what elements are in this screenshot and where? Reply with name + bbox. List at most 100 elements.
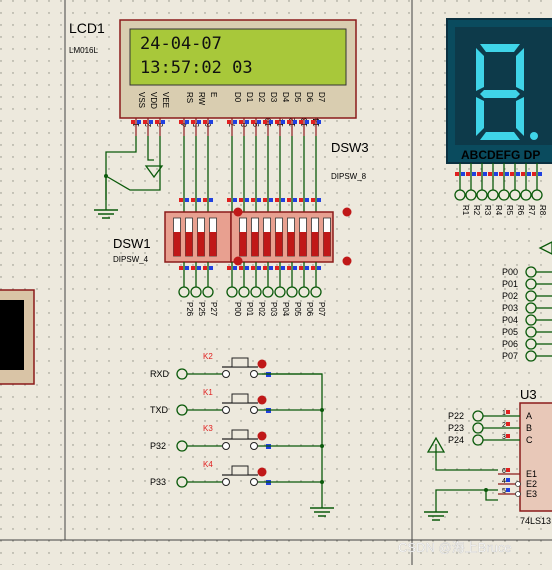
dip-switch-lever[interactable]	[287, 232, 295, 256]
lcd-screen	[129, 28, 347, 86]
port-terminal[interactable]	[525, 326, 537, 338]
dip-switch-lever[interactable]	[275, 232, 283, 256]
resistor-label: R6	[516, 205, 525, 216]
pin-state-marker	[269, 266, 273, 270]
dsw1-model: DIPSW_4	[113, 255, 149, 264]
net-terminal[interactable]	[250, 286, 262, 298]
switch-contact	[222, 370, 230, 378]
dip-switch-lever[interactable]	[323, 232, 331, 256]
resistor-terminal[interactable]	[509, 189, 521, 201]
port-terminal[interactable]	[525, 266, 537, 278]
dsw3-component[interactable]: DSW3 DIPSW_8	[230, 140, 369, 263]
lcd-pins: VSS1VDD2VEE3RS4RW5E6D07D18D29D310D411D51…	[131, 92, 326, 136]
pin-state-marker	[227, 198, 231, 202]
net-terminal[interactable]	[238, 286, 250, 298]
button-terminal[interactable]	[176, 440, 188, 452]
pin-state-marker	[197, 198, 201, 202]
u3-input-terminal[interactable]	[472, 410, 484, 422]
net-label: P00	[233, 302, 242, 317]
lcd-pin-label: E	[209, 92, 218, 97]
pin-state-marker	[203, 266, 207, 270]
resistor-terminal[interactable]	[531, 189, 543, 201]
dip-switch-lever[interactable]	[311, 232, 319, 256]
port-terminal[interactable]	[525, 350, 537, 362]
watermark: CSDN @海上Bruce	[398, 540, 512, 555]
button-terminal[interactable]	[176, 404, 188, 416]
switch-contact	[250, 406, 258, 414]
net-terminal[interactable]	[310, 286, 322, 298]
port-terminal[interactable]	[525, 278, 537, 290]
port-terminal[interactable]	[525, 302, 537, 314]
u3-input-terminal[interactable]	[472, 434, 484, 446]
pin-state-marker	[233, 120, 237, 124]
lcd-pin-label: D5	[293, 92, 302, 103]
resistor-terminal[interactable]	[498, 189, 510, 201]
port-terminal[interactable]	[525, 290, 537, 302]
net-terminal[interactable]	[226, 286, 238, 298]
port-label: P01	[502, 279, 518, 289]
switch-actuator[interactable]	[231, 465, 249, 476]
port-terminal[interactable]	[525, 338, 537, 350]
button-terminal[interactable]	[176, 368, 188, 380]
net-terminal[interactable]	[178, 286, 190, 298]
port-label: P02	[502, 291, 518, 301]
pin-state-marker	[293, 266, 297, 270]
resistor-terminal[interactable]	[520, 189, 532, 201]
dip-switch-lever[interactable]	[209, 232, 217, 256]
switch-actuator[interactable]	[231, 357, 249, 368]
dip-switch-lever[interactable]	[185, 232, 193, 256]
dsw1-component[interactable]: DSW1 DIPSW_4	[113, 211, 232, 264]
u3-pin-number: 2	[502, 422, 506, 429]
pin-state-marker	[155, 120, 159, 124]
port-terminal[interactable]	[525, 314, 537, 326]
pin-state-marker	[233, 266, 237, 270]
net-terminal[interactable]	[262, 286, 274, 298]
pin-state-marker	[179, 120, 183, 124]
net-terminal[interactable]	[298, 286, 310, 298]
u3-pin-name: E1	[526, 469, 537, 479]
button-ref: K1	[203, 388, 213, 397]
dip-switch-lever[interactable]	[263, 232, 271, 256]
net-label: P02	[257, 302, 266, 317]
resistor-terminal[interactable]	[487, 189, 499, 201]
dip-switch-lever[interactable]	[299, 232, 307, 256]
dip-switch-lever[interactable]	[197, 232, 205, 256]
dip-switch-lever[interactable]	[251, 232, 259, 256]
net-terminal[interactable]	[286, 286, 298, 298]
pin-state-marker	[269, 198, 273, 202]
pin-state-marker	[203, 120, 207, 124]
pin-state-marker	[466, 172, 470, 176]
net-terminal[interactable]	[190, 286, 202, 298]
u3-model: 74LS13	[520, 516, 551, 526]
lcd-component[interactable]: LCD1 LM016L 24-04-07 13:57:02 03 VSS1VDD…	[69, 19, 357, 136]
lcd-data-wires	[179, 136, 321, 212]
dip-switch-lever[interactable]	[173, 232, 181, 256]
resistor-terminal[interactable]	[465, 189, 477, 201]
button-terminal[interactable]	[176, 476, 188, 488]
pin-state-marker	[209, 266, 213, 270]
pin-state-marker	[505, 172, 509, 176]
resistor-terminal[interactable]	[476, 189, 488, 201]
u3-pin-name: B	[526, 423, 532, 433]
lcd-pin-label: VSS	[137, 92, 146, 108]
pin-state-marker	[305, 198, 309, 202]
seg-segment-label: ABCDEFG DP	[461, 148, 540, 162]
lcd-pin-label: D4	[281, 92, 290, 103]
net-terminal[interactable]	[202, 286, 214, 298]
u3-input-terminal[interactable]	[472, 422, 484, 434]
pin-state-marker	[499, 172, 503, 176]
dip-switch-lever[interactable]	[239, 232, 247, 256]
switch-actuator[interactable]	[231, 393, 249, 404]
pin-state-marker	[149, 120, 153, 124]
switch-actuator[interactable]	[231, 429, 249, 440]
resistor-terminal[interactable]	[454, 189, 466, 201]
net-terminal[interactable]	[274, 286, 286, 298]
pin-state-marker	[227, 266, 231, 270]
pin-state-marker	[185, 266, 189, 270]
